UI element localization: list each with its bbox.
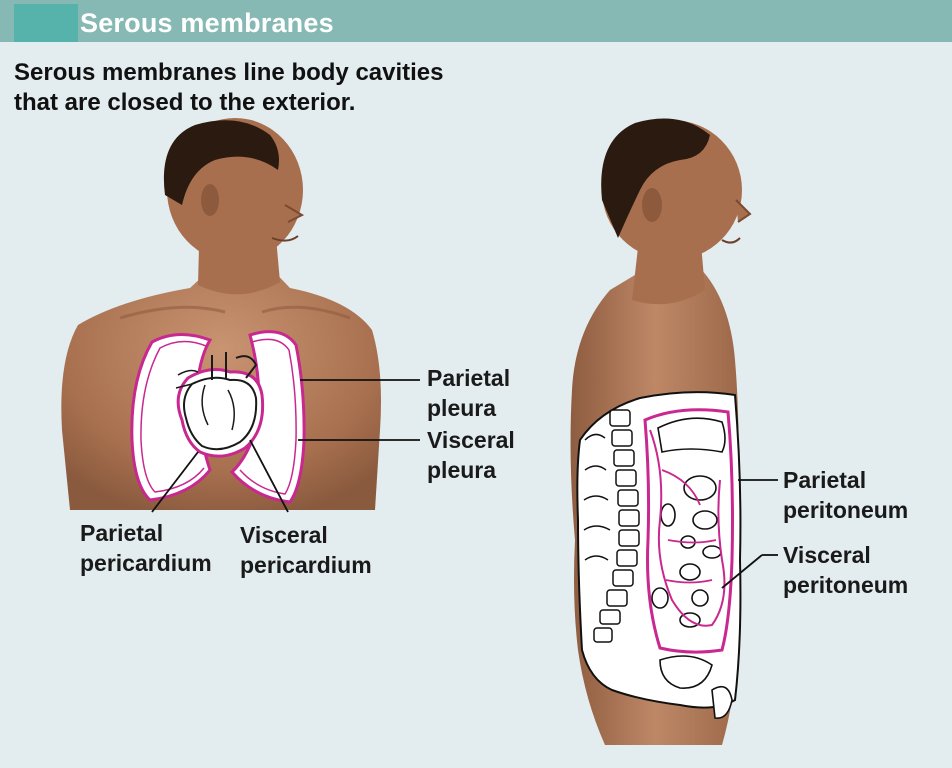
spine-icon [583,409,640,643]
page-title: Serous membranes [80,8,334,38]
label-parietal-pericardium: Parietal pericardium [80,520,212,576]
subtitle-line-2: that are closed to the exterior. [14,89,356,116]
label-parietal-peritoneum: Parietal peritoneum [783,467,909,523]
subtitle-line-1: Serous membranes line body cavities [14,59,444,86]
front-view-figure [61,118,420,513]
label-visceral-peritoneum: Visceral peritoneum [783,542,909,598]
label-parietal-pleura: Parietal pleura [427,365,511,421]
front-hair-icon [163,120,279,205]
side-hair-icon [601,118,710,238]
label-visceral-pleura: Visceral pleura [427,427,515,483]
header-accent-tab [14,4,78,42]
side-view-figure [570,118,778,745]
heart-icon [175,352,265,458]
header-bar: Serous membranes [0,0,952,42]
label-visceral-pericardium: Visceral pericardium [240,522,372,578]
subtitle: Serous membranes line body cavities that… [14,58,574,118]
